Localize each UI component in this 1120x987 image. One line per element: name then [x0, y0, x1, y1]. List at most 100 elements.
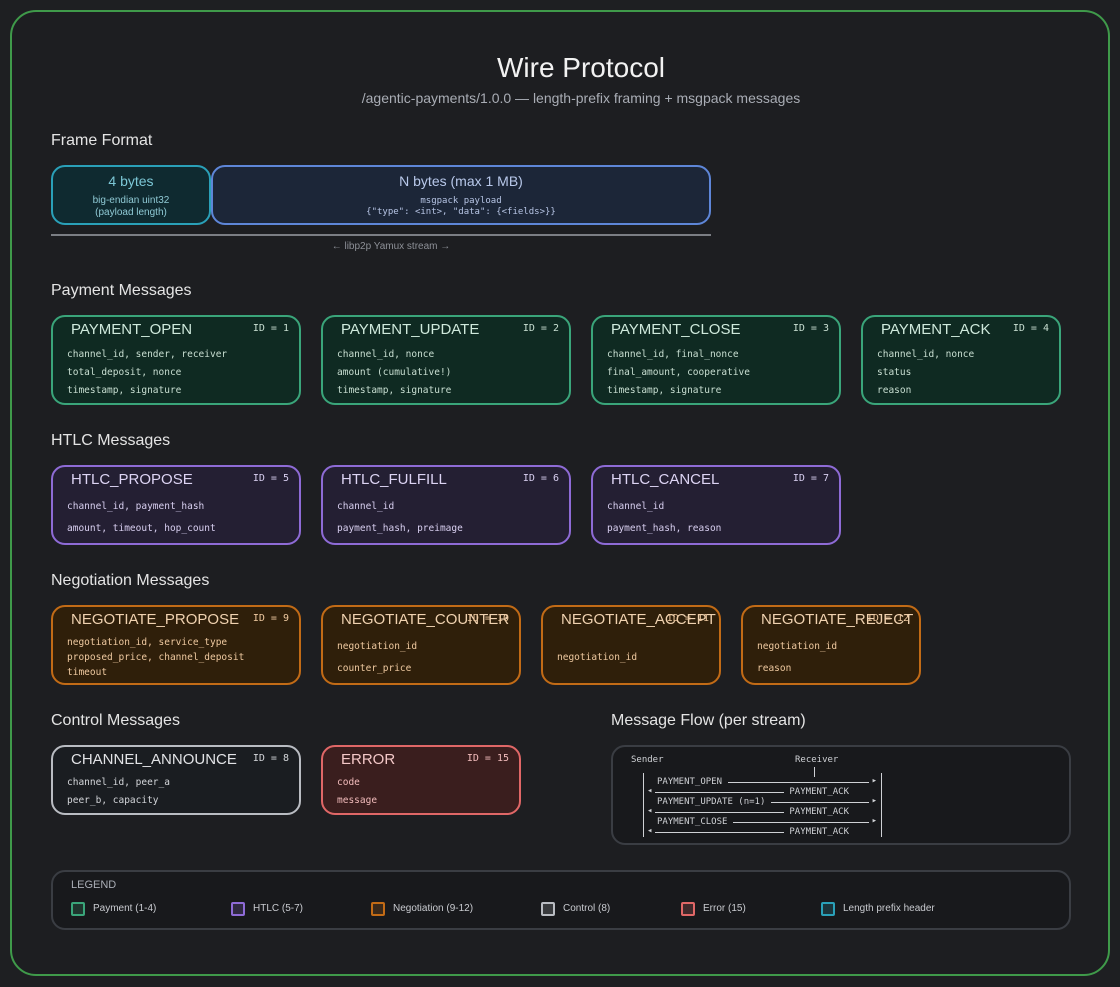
- flow-arrow-line: [733, 822, 869, 823]
- message-field: timeout: [67, 667, 108, 678]
- flow-arrow-line: [655, 832, 784, 833]
- htlc-section-title: HTLC Messages: [51, 432, 171, 449]
- message-id: ID = 1: [252, 323, 289, 334]
- message-box-negotiate-propose: NEGOTIATE_PROPOSE ID = 9 negotiation_id, s…: [51, 605, 301, 685]
- message-id: ID = 8: [252, 753, 289, 764]
- message-field: message: [337, 795, 378, 806]
- message-field: channel_id, final_nonce: [607, 349, 739, 360]
- payload-line2: {"type": <int>, "data": {<fields>}}: [366, 207, 556, 217]
- legend-swatch: [541, 902, 555, 916]
- flow-line-label: PAYMENT_ACK: [789, 787, 849, 797]
- message-field: channel_id, payment_hash: [67, 501, 205, 512]
- page-title: Wire Protocol: [496, 52, 666, 83]
- receiver-tick: [814, 767, 815, 777]
- flow-arrow-head: ▸: [871, 796, 877, 806]
- message-field: counter_price: [337, 663, 412, 674]
- message-id: ID = 6: [522, 473, 559, 484]
- length-prefix-box: 4 bytes big-endian uint32 (payload lengt…: [51, 165, 211, 225]
- flow-receiver-label: Receiver: [795, 755, 839, 765]
- legend-box: LEGEND Payment (1-4)HTLC (5-7)Negotiatio…: [51, 870, 1071, 930]
- negotiation-section-title: Negotiation Messages: [51, 572, 210, 589]
- message-field: payment_hash, reason: [607, 523, 722, 534]
- legend-swatch: [821, 902, 835, 916]
- message-id: ID = 10: [466, 613, 509, 624]
- flow-sender-label: Sender: [631, 755, 664, 765]
- message-field: negotiation_id, service_type: [67, 637, 228, 648]
- legend-label: Control (8): [563, 903, 611, 914]
- message-id: ID = 9: [252, 613, 289, 624]
- payload-box: N bytes (max 1 MB) msgpack payload {"typ…: [211, 165, 711, 225]
- flow-line-label: PAYMENT_OPEN: [657, 777, 723, 787]
- legend-swatch: [231, 902, 245, 916]
- message-name: NEGOTIATE_PROPOSE: [71, 611, 240, 628]
- flow-line: PAYMENT_ACK ◂: [647, 826, 877, 837]
- legend-swatch: [371, 902, 385, 916]
- flow-arrow-line: [655, 812, 784, 813]
- message-id: ID = 4: [1012, 323, 1049, 334]
- message-field: status: [877, 367, 912, 378]
- legend-label: HTLC (5-7): [253, 903, 304, 914]
- message-box-payment-open: PAYMENT_OPEN ID = 1 channel_id, sender, re…: [51, 315, 301, 405]
- message-name: PAYMENT_UPDATE: [341, 321, 480, 338]
- flow-line-label: PAYMENT_ACK: [789, 807, 849, 817]
- flow-arrow-head: ◂: [647, 806, 653, 816]
- message-field: negotiation_id: [557, 652, 638, 663]
- flow-arrow-head: ◂: [647, 826, 653, 836]
- receiver-lifeline: [881, 773, 882, 837]
- message-id: ID = 7: [792, 473, 829, 484]
- message-name: HTLC_CANCEL: [611, 471, 720, 488]
- message-box-htlc-cancel: HTLC_CANCEL ID = 7 channel_id payment_hash,…: [591, 465, 841, 545]
- payment-section-title: Payment Messages: [51, 282, 192, 299]
- length-prefix-line1: big-endian uint32: [92, 195, 170, 206]
- message-field: proposed_price, channel_deposit: [67, 652, 245, 663]
- flow-line: PAYMENT_OPEN▸: [647, 776, 877, 787]
- flow-arrow-head: ▸: [871, 816, 877, 826]
- message-id: ID = 5: [252, 473, 289, 484]
- message-box-payment-close: PAYMENT_CLOSE ID = 3 channel_id, final_non…: [591, 315, 841, 405]
- flow-section-title: Message Flow (per stream): [611, 712, 806, 729]
- flow-arrow-head: ◂: [647, 786, 653, 796]
- message-field: negotiation_id: [757, 641, 838, 652]
- message-field: payment_hash, preimage: [337, 523, 463, 534]
- message-field: negotiation_id: [337, 641, 418, 652]
- legend-swatch: [71, 902, 85, 916]
- message-name: PAYMENT_CLOSE: [611, 321, 741, 338]
- message-field: final_amount, cooperative: [607, 367, 750, 378]
- sender-lifeline: [643, 773, 644, 837]
- length-prefix-title: 4 bytes: [108, 173, 154, 189]
- payload-line1: msgpack payload: [420, 196, 502, 206]
- flow-arrow-line: [771, 802, 869, 803]
- message-field: channel_id, peer_a: [67, 777, 170, 788]
- message-id: ID = 12: [866, 613, 909, 624]
- flow-line-label: PAYMENT_CLOSE: [657, 817, 728, 827]
- message-field: channel_id, nonce: [337, 349, 435, 360]
- legend-label: Error (15): [703, 903, 746, 914]
- length-prefix-line2: (payload length): [95, 207, 167, 218]
- flow-line-label: PAYMENT_ACK: [789, 827, 849, 837]
- message-field: channel_id, sender, receiver: [67, 349, 228, 360]
- message-field: timestamp, signature: [67, 385, 182, 396]
- message-name: ERROR: [341, 751, 396, 768]
- flow-box: Sender Receiver PAYMENT_OPEN▸PAYMENT_ACK…: [611, 745, 1071, 845]
- message-field: amount (cumulative!): [337, 367, 452, 378]
- control-section-title: Control Messages: [51, 712, 180, 729]
- message-field: channel_id: [607, 501, 665, 512]
- legend-swatch: [681, 902, 695, 916]
- stream-line: [51, 234, 711, 236]
- stream-label: ← libp2p Yamux stream →: [331, 241, 451, 252]
- flow-line: PAYMENT_ACK ◂: [647, 786, 877, 797]
- flow-line: PAYMENT_CLOSE ▸: [647, 816, 877, 827]
- legend-label: Negotiation (9-12): [393, 903, 474, 914]
- message-name: HTLC_FULFILL: [341, 471, 447, 488]
- message-name: PAYMENT_OPEN: [71, 321, 193, 338]
- message-id: ID = 3: [792, 323, 829, 334]
